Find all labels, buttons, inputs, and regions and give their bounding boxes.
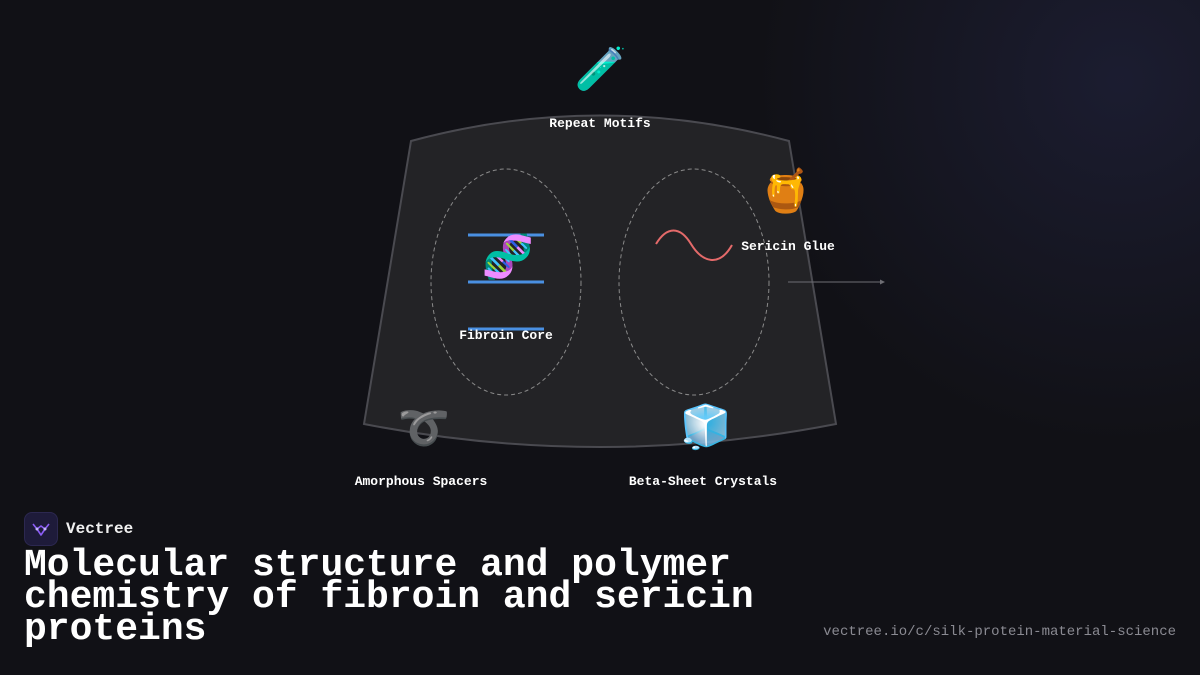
test-tube-icon: 🧪 <box>574 44 628 93</box>
node-label-fibroin-core: Fibroin Core <box>459 328 553 343</box>
source-url[interactable]: vectree.io/c/silk-protein-material-scien… <box>823 624 1176 640</box>
node-label-amorphous-spacers: Amorphous Spacers <box>354 474 488 489</box>
fibroin-region-outline <box>430 168 582 396</box>
output-arrowhead <box>880 279 885 285</box>
dna-icon: 🧬 <box>481 232 535 281</box>
brand-name: Vectree <box>66 520 134 538</box>
ice-cube-icon: 🧊 <box>679 402 733 451</box>
brand: Vectree <box>24 512 133 546</box>
fiber-cross-section-panel <box>362 114 838 448</box>
sericin-wave <box>655 229 733 261</box>
node-label-sericin-glue: Sericin Glue <box>741 239 835 254</box>
page-title: Molecular structure and polymer chemistr… <box>24 544 754 651</box>
vectree-logo-icon <box>24 512 58 546</box>
node-label-beta-sheet-crystals: Beta-Sheet Crystals <box>628 474 778 489</box>
curly-loop-icon: ➰ <box>397 403 451 452</box>
node-label-repeat-motifs: Repeat Motifs <box>549 116 651 131</box>
sericin-region-outline <box>618 168 770 396</box>
honey-pot-icon: 🍯 <box>759 166 813 215</box>
